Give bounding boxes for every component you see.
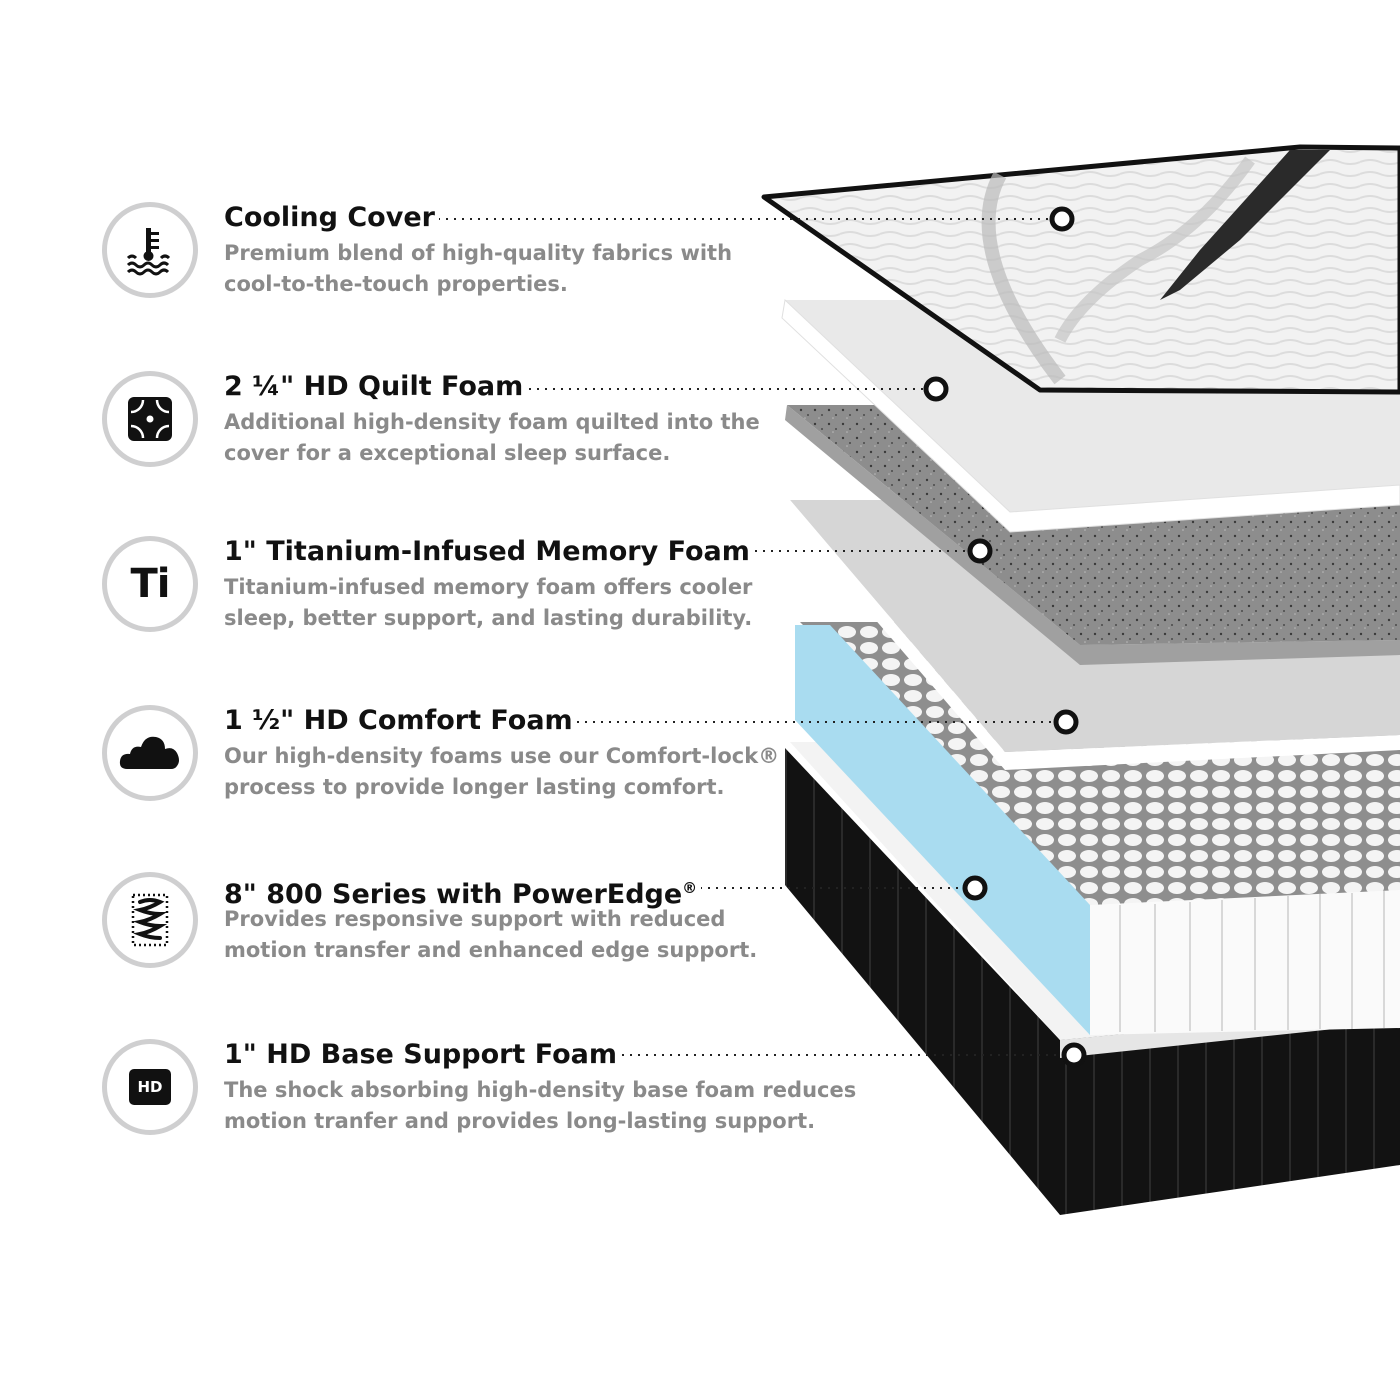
feature-description: The shock absorbing high-density base fo… <box>224 1078 857 1133</box>
layer-marker <box>967 538 993 564</box>
icon-ring <box>102 872 198 968</box>
feature-cooling-cover: Cooling Cover Premium blend of high-qual… <box>100 200 860 340</box>
thermometer-water-icon <box>126 228 171 276</box>
quilt-square-icon <box>128 397 172 441</box>
feature-description: Additional high-density foam quilted int… <box>224 410 760 465</box>
feature-title: 2 ¼" HD Quilt Foam <box>224 369 528 405</box>
icon-ring <box>102 202 198 298</box>
icon-ring <box>102 705 198 801</box>
icon-ring: Ti <box>102 536 198 632</box>
cloud-icon <box>119 736 179 769</box>
feature-description: Premium blend of high-quality fabrics wi… <box>224 241 733 296</box>
layer-marker <box>1053 709 1079 735</box>
icon-ring: HD <box>102 1039 198 1135</box>
layer-marker <box>1061 1042 1087 1068</box>
feature-title: Cooling Cover <box>224 200 439 236</box>
feature-quilt-foam: 2 ¼" HD Quilt Foam Additional high-densi… <box>100 369 860 509</box>
feature-title: 1" Titanium-Infused Memory Foam <box>224 534 754 570</box>
feature-description: Titanium-infused memory foam offers cool… <box>224 575 753 630</box>
hd-badge-icon: HD <box>129 1069 171 1105</box>
titanium-ti-icon: Ti <box>130 561 171 607</box>
feature-title: 1 ½" HD Comfort Foam <box>224 703 577 739</box>
registered-mark: ® <box>682 879 698 897</box>
feature-comfort-foam: 1 ½" HD Comfort Foam Our high-density fo… <box>100 703 860 843</box>
feature-description: Our high-density foams use our Comfort-l… <box>224 744 780 799</box>
feature-title: 8" 800 Series with PowerEdge® <box>224 870 702 913</box>
feature-coil-series: 8" 800 Series with PowerEdge® Provides r… <box>100 870 860 1010</box>
feature-title: 1" HD Base Support Foam <box>224 1037 621 1073</box>
coil-spring-icon <box>131 893 169 947</box>
layer-marker <box>923 376 949 402</box>
feature-base-foam: HD 1" HD Base Support Foam The shock abs… <box>100 1037 860 1177</box>
feature-titanium-foam: Ti 1" Titanium-Infused Memory Foam Titan… <box>100 534 860 674</box>
icon-ring <box>102 371 198 467</box>
cooling-cover-layer <box>761 144 1400 395</box>
layer-marker <box>1049 206 1075 232</box>
feature-description: Provides responsive support with reduced… <box>224 907 758 962</box>
layer-marker <box>962 875 988 901</box>
